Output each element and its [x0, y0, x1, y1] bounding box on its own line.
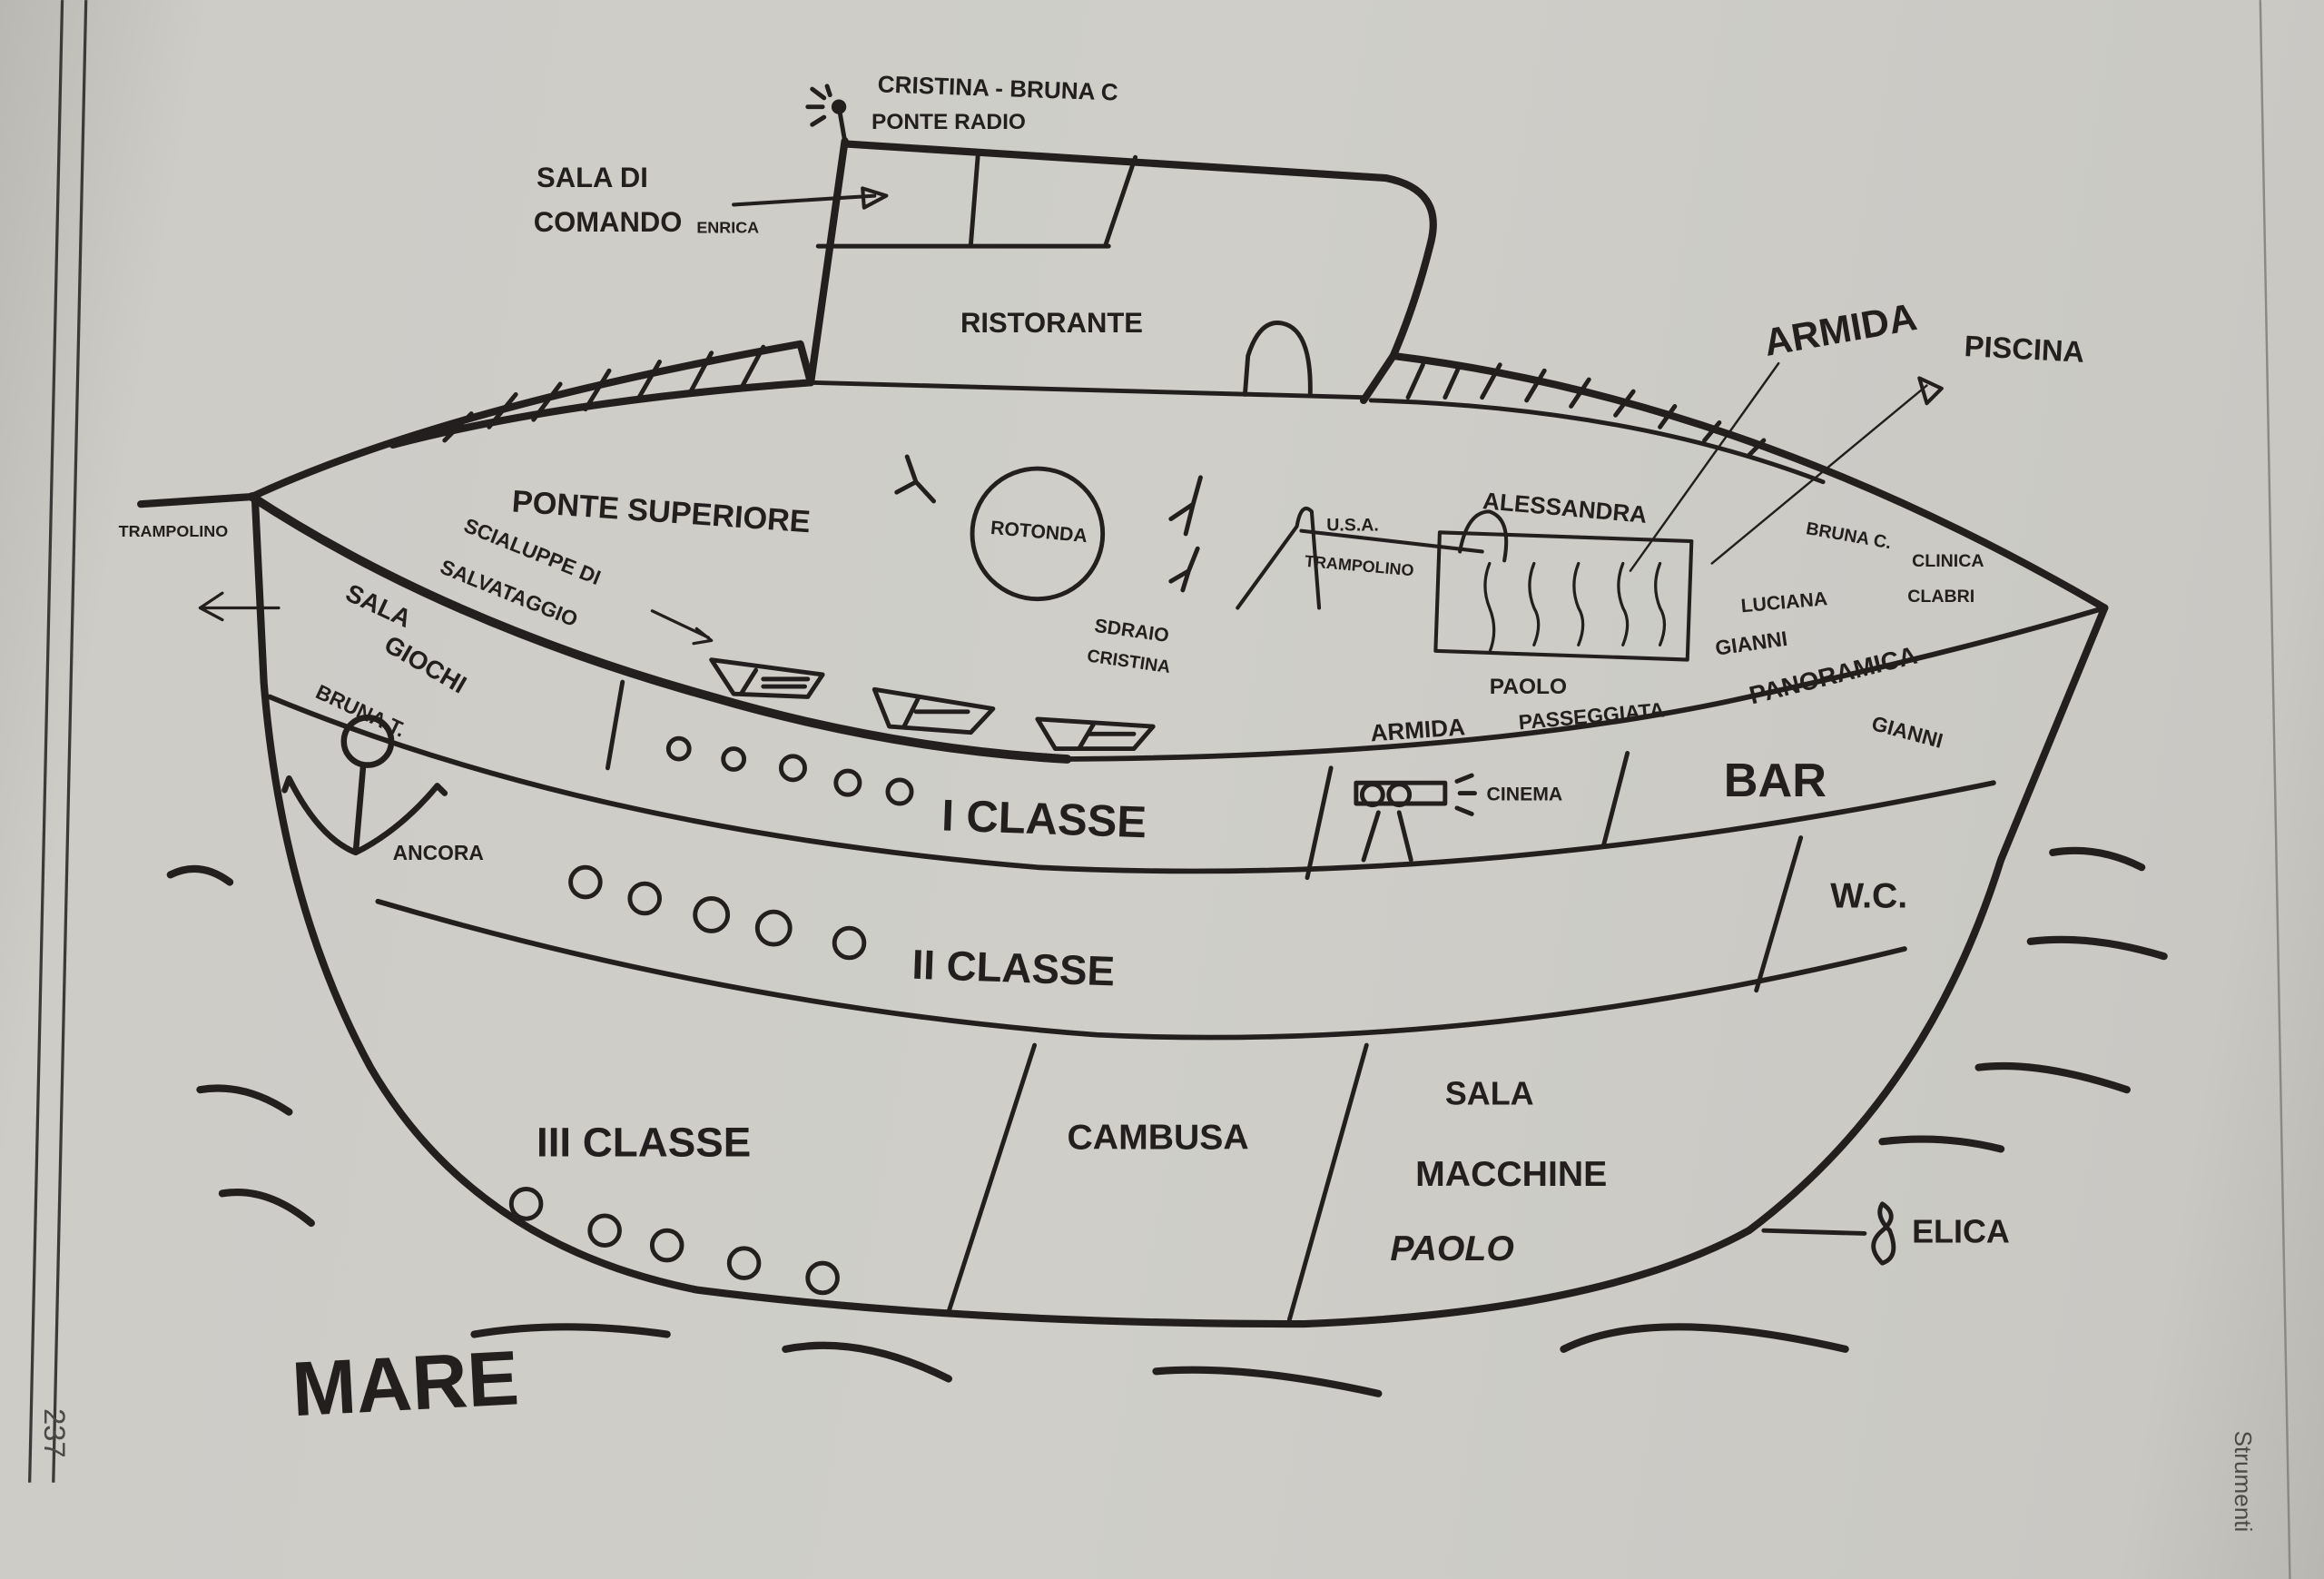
page-margin-line	[28, 0, 64, 1483]
label-ancora: ANCORA	[393, 841, 484, 864]
label-paolo-2: PAOLO	[1390, 1229, 1513, 1268]
porthole-icons	[508, 735, 914, 1296]
label-gianni-2: GIANNI	[1869, 711, 1945, 753]
label-bar: BAR	[1724, 755, 1827, 807]
deck-edge	[247, 492, 1072, 764]
deck-line-second-class	[375, 898, 1907, 1041]
label-luciana: LUCIANA	[1740, 588, 1828, 617]
page-margin-line	[2259, 0, 2291, 1579]
label-paolo-1: PAOLO	[1490, 675, 1567, 699]
label-clabri: CLABRI	[1907, 587, 1974, 607]
label-bruna-c: BRUNA C.	[1805, 518, 1893, 553]
superstructure-outline	[806, 137, 1437, 387]
label-cristina-bruna: CRISTINA - BRUNA C	[877, 70, 1118, 105]
projector-icon	[1354, 773, 1477, 863]
arrow-comando	[732, 186, 889, 210]
label-cristina: CRISTINA	[1086, 646, 1172, 677]
label-passeggiata: PASSEGGIATA	[1518, 697, 1666, 734]
label-ponte-superiore: PONTE SUPERIORE	[511, 484, 812, 539]
label-gianni-1: GIANNI	[1714, 627, 1789, 660]
page-margin-line	[52, 0, 88, 1483]
hatched-deck-left	[248, 340, 815, 501]
label-cambusa: CAMBUSA	[1068, 1118, 1249, 1157]
label-alessandra: ALESSANDRA	[1482, 487, 1648, 528]
label-ristorante: RISTORANTE	[960, 307, 1143, 339]
hull-outline	[251, 492, 2109, 1328]
rotonda-circle	[970, 466, 1106, 602]
label-cinema: CINEMA	[1487, 785, 1563, 805]
lifeboat-icon	[709, 657, 1156, 752]
anchor-icon	[281, 715, 448, 856]
deckchair-icon	[894, 454, 1203, 593]
label-trampolino-left: TRAMPOLINO	[119, 522, 229, 540]
piscina-pool	[1433, 530, 1694, 662]
wave-icons	[166, 846, 2168, 1397]
arrow-alessandra	[1458, 509, 1509, 563]
label-rotonda: ROTONDA	[990, 518, 1088, 547]
label-armida-top: ARMIDA	[1761, 295, 1920, 364]
page-number: 237	[38, 1408, 72, 1457]
label-sala-di: SALA DI	[537, 162, 648, 193]
label-sala-macchine-1: SALA	[1445, 1074, 1534, 1111]
label-piscina: PISCINA	[1964, 329, 2085, 369]
door-icon	[1242, 321, 1313, 397]
label-sala-macchine-2: MACCHINE	[1415, 1155, 1607, 1194]
label-i-classe: I CLASSE	[940, 791, 1147, 847]
diving-board-icon	[1236, 507, 1484, 610]
deck-line-first-class	[267, 694, 1996, 874]
label-iii-classe: III CLASSE	[537, 1120, 751, 1166]
antenna-icon	[805, 84, 848, 143]
label-ii-classe: II CLASSE	[911, 942, 1116, 995]
label-sdraio: SDRAIO	[1093, 616, 1170, 646]
label-giochi: GIOCHI	[379, 630, 471, 699]
label-usa: U.S.A.	[1326, 516, 1379, 536]
side-label: Strumenti	[2230, 1431, 2257, 1533]
label-mare: MARE	[290, 1334, 521, 1432]
propeller-icon	[1761, 1201, 1896, 1266]
label-elica: ELICA	[1912, 1212, 2010, 1249]
label-armida-2: ARMIDA	[1370, 713, 1466, 746]
label-wc: W.C.	[1830, 876, 1907, 915]
label-enrica: ENRICA	[696, 218, 759, 236]
label-trampolino-right: TRAMPOLINO	[1304, 552, 1414, 579]
hatched-deck-right	[1359, 351, 2109, 612]
label-comando: COMANDO	[534, 206, 683, 238]
label-ponte-radio: PONTE RADIO	[872, 110, 1026, 134]
trampolino-left	[137, 492, 256, 508]
label-clinica: CLINICA	[1912, 551, 1984, 571]
